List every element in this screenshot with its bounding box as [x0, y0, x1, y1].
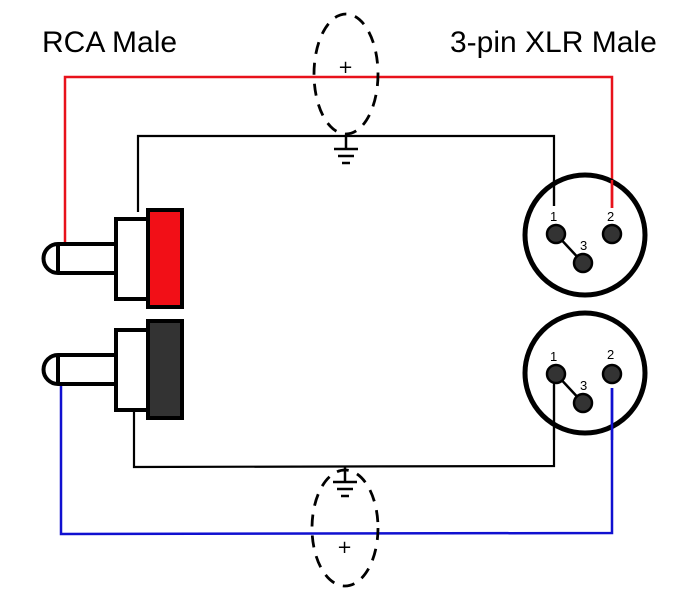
top-plus-symbol: + [338, 57, 353, 78]
rca-bottom-tip [41, 353, 118, 386]
rca-plug-top [41, 208, 184, 309]
bottom-plus-symbol: + [337, 537, 352, 558]
rca-male-label: RCA Male [42, 26, 177, 59]
bottom-positive-wire [59, 386, 614, 536]
xlr-top-pin-2 [601, 223, 623, 245]
rca-plug-bottom [41, 319, 184, 420]
top-signal-marker: + [312, 12, 380, 136]
xlr-connector-bottom: 1 2 3 [522, 310, 648, 440]
rca-bottom-collar [146, 319, 184, 420]
xlr-bottom-pin-2 [601, 363, 623, 385]
rca-top-body [114, 217, 150, 301]
top-positive-wire [63, 75, 614, 242]
xlr-male-label: 3-pin XLR Male [450, 26, 657, 59]
xlr-top-pin-1-label: 1 [550, 209, 557, 224]
xlr-bottom-pin-3 [572, 392, 594, 414]
xlr-top-pin-2-label: 2 [607, 209, 614, 224]
xlr-top-pin-1 [545, 223, 567, 245]
rca-bottom-body [114, 328, 150, 412]
xlr-bottom-pin-3-label: 3 [580, 378, 587, 393]
xlr-bottom-pin-1 [545, 363, 567, 385]
rca-top-tip [41, 242, 118, 275]
top-ground-icon [334, 136, 358, 165]
xlr-connector-top: 1 2 3 [522, 172, 648, 298]
bottom-ground-wire [132, 385, 556, 469]
xlr-bottom-pin-2-label: 2 [607, 347, 614, 362]
bottom-signal-marker: + [310, 468, 380, 588]
xlr-top-pin-3 [572, 252, 594, 274]
xlr-top-pin-3-label: 3 [580, 238, 587, 253]
rca-top-collar [146, 208, 184, 309]
xlr-bottom-pin-1-label: 1 [550, 349, 557, 364]
